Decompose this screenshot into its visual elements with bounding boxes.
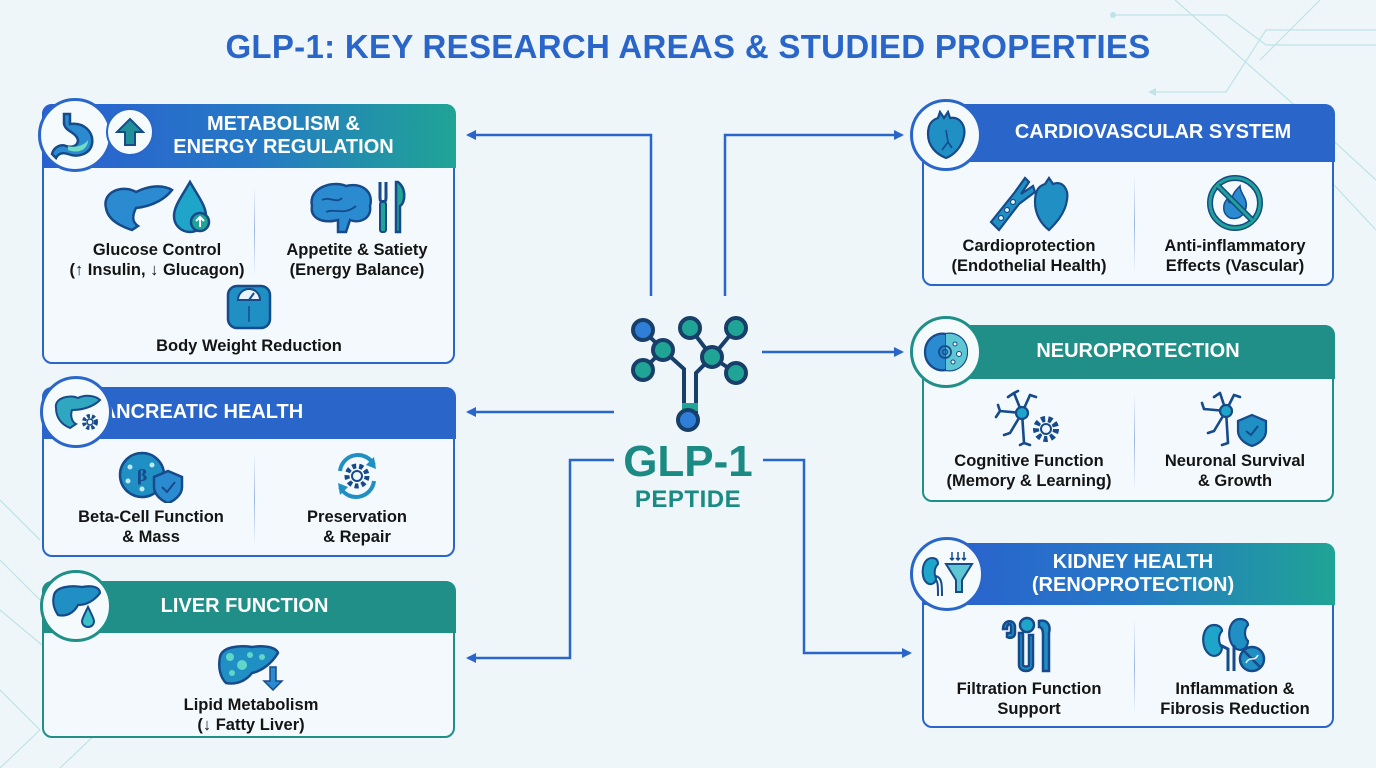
item-glucose-line2: (↑ Insulin, ↓ Glucagon) <box>69 261 245 280</box>
card-cardio-header: CARDIOVASCULAR SYSTEM <box>921 103 1335 162</box>
molecule-icon <box>631 316 748 432</box>
item-appetite-line2: (Energy Balance) <box>289 261 425 280</box>
card-cardio-title: CARDIOVASCULAR SYSTEM <box>1014 121 1292 143</box>
center-label: GLP-1 PEPTIDE <box>600 440 776 515</box>
card-kidney-title-1: KIDNEY HEALTH <box>1052 550 1214 573</box>
card-metabolism: METABOLISM & ENERGY REGULATION Glucose C… <box>41 103 456 364</box>
item-cardioprotection-line2: (Endothelial Health) <box>951 257 1107 276</box>
card-pancreatic-title: PANCREATIC HEALTH <box>89 401 304 423</box>
item-preservation-line1: Preservation <box>307 508 407 526</box>
item-inflammation-line1: Inflammation & <box>1175 680 1295 698</box>
item-glucose-line1: Glucose Control <box>92 241 222 259</box>
item-preservation-repair: Preservation & Repair <box>262 449 452 547</box>
item-anti-inflammatory-line2: Effects (Vascular) <box>1165 257 1305 276</box>
item-filtration-line1: Filtration Function <box>956 680 1102 698</box>
item-anti-inflammatory-line1: Anti-inflammatory <box>1164 237 1306 255</box>
item-beta-cell-line2: & Mass <box>122 528 180 547</box>
gear-cycle-icon <box>338 453 376 499</box>
page-title: GLP-1: KEY RESEARCH AREAS & STUDIED PROP… <box>225 28 1151 65</box>
item-appetite-line1: Appetite & Satiety <box>286 241 428 259</box>
item-lipid-line1: Lipid Metabolism <box>183 696 319 714</box>
divider <box>1134 393 1135 489</box>
item-anti-inflammatory: Anti-inflammatory Effects (Vascular) <box>1140 174 1330 276</box>
brain-fork-knife-icon <box>310 180 406 234</box>
neuron-gear-icon <box>994 389 1059 447</box>
item-beta-cell-line1: Beta-Cell Function <box>78 508 224 526</box>
item-inflammation-fibrosis: Inflammation & Fibrosis Reduction <box>1140 615 1330 719</box>
item-glucose-control: Glucose Control (↑ Insulin, ↓ Glucagon) <box>62 178 252 280</box>
arrow-to-liver <box>466 458 614 663</box>
card-kidney-title-2: (RENOPROTECTION) <box>1031 573 1235 596</box>
card-pancreatic-header: PANCREATIC HEALTH <box>41 386 456 439</box>
item-inflammation-line2: Fibrosis Reduction <box>1160 700 1310 719</box>
item-preservation-line2: & Repair <box>323 528 391 547</box>
divider <box>254 453 255 545</box>
badge-neuro <box>910 316 982 388</box>
vessel-heart-icon <box>989 176 1069 232</box>
center-subtitle: PEPTIDE <box>634 486 742 513</box>
brain-detail-icon <box>923 332 969 372</box>
arrow-to-cardio <box>723 130 904 296</box>
item-body-weight: Body Weight Reduction <box>154 282 344 356</box>
arrow-up-icon <box>115 117 145 146</box>
divider <box>1134 619 1135 715</box>
item-neuronal-line2: & Growth <box>1197 472 1273 491</box>
fatty-liver-down-icon <box>218 645 284 691</box>
item-beta-cell: β Beta-Cell Function & Mass <box>56 449 246 547</box>
card-liver-title: LIVER FUNCTION <box>160 595 329 617</box>
item-body-weight-label: Body Weight Reduction <box>156 337 342 355</box>
item-cardioprotection: Cardioprotection (Endothelial Health) <box>934 174 1124 276</box>
item-appetite-satiety: Appetite & Satiety (Energy Balance) <box>262 178 452 280</box>
card-kidney-header: KIDNEY HEALTH (RENOPROTECTION) <box>921 542 1335 605</box>
badge-metabolism-arrow <box>106 108 154 156</box>
item-neuronal-line1: Neuronal Survival <box>1164 452 1306 470</box>
item-filtration-function: Filtration Function Support <box>934 615 1124 719</box>
stomach-icon <box>50 112 94 160</box>
item-neuronal-survival: Neuronal Survival & Growth <box>1140 389 1330 491</box>
card-liver: LIVER FUNCTION Lipid Metabolism (↓ Fatty… <box>41 580 456 738</box>
kidney-filter-icon <box>921 552 974 597</box>
center-title: GLP-1 <box>623 437 753 486</box>
card-kidney: KIDNEY HEALTH (RENOPROTECTION) Filtratio… <box>921 542 1335 728</box>
item-cognitive-function: Cognitive Function (Memory & Learning) <box>934 389 1124 491</box>
pancreas-gear-icon <box>54 394 102 430</box>
badge-liver <box>40 570 112 642</box>
card-metabolism-title-1: METABOLISM & <box>207 112 360 135</box>
badge-metabolism <box>38 98 112 172</box>
item-cognitive-line2: (Memory & Learning) <box>946 472 1112 491</box>
liver-droplet-icon <box>52 585 102 629</box>
card-metabolism-title-2: ENERGY REGULATION <box>173 135 394 158</box>
arrow-to-kidney <box>763 458 912 658</box>
badge-cardio <box>910 99 982 171</box>
heart-icon <box>926 110 966 160</box>
neuron-shield-icon <box>1200 391 1268 447</box>
svg-text:β: β <box>137 466 148 485</box>
item-cognitive-line1: Cognitive Function <box>954 452 1104 470</box>
beta-cell-shield-icon: β <box>118 451 184 503</box>
scale-icon <box>226 284 272 330</box>
item-lipid-metabolism: Lipid Metabolism (↓ Fatty Liver) <box>156 643 346 735</box>
nephron-icon <box>1001 616 1051 673</box>
card-neuro-header: NEUROPROTECTION <box>921 324 1335 379</box>
card-neuroprotection: NEUROPROTECTION Cognitive Function (Memo… <box>921 324 1335 502</box>
badge-pancreatic <box>40 376 112 448</box>
divider <box>254 186 255 276</box>
card-metabolism-header: METABOLISM & ENERGY REGULATION <box>41 103 456 168</box>
badge-kidney <box>910 537 984 611</box>
pancreas-droplet-icon <box>104 179 211 234</box>
kidney-no-fibrosis-icon <box>1202 617 1266 673</box>
card-cardiovascular: CARDIOVASCULAR SYSTEM Cardioprotection (… <box>921 103 1335 286</box>
arrow-to-metabolism <box>466 130 653 296</box>
item-lipid-line2: (↓ Fatty Liver) <box>197 716 305 735</box>
card-neuro-title: NEUROPROTECTION <box>1036 340 1240 362</box>
item-filtration-line2: Support <box>997 700 1061 719</box>
divider <box>1134 176 1135 272</box>
no-inflammation-icon <box>1207 175 1263 231</box>
item-cardioprotection-line1: Cardioprotection <box>962 237 1096 255</box>
